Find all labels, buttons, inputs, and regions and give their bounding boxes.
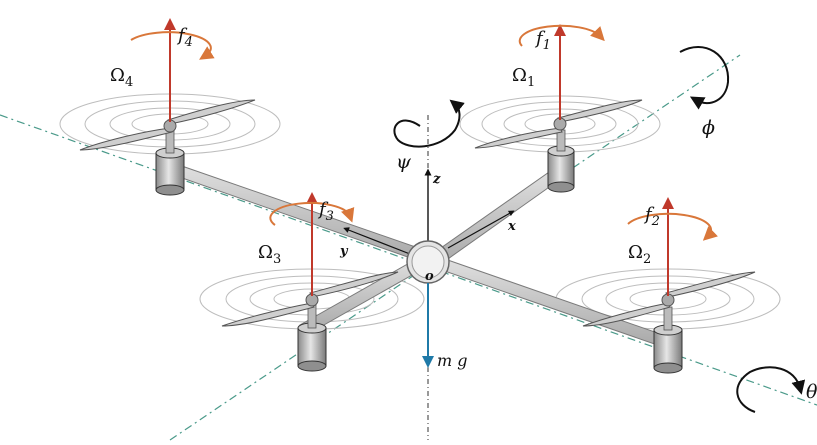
- propeller-3: [221, 271, 399, 327]
- rotation-omega3-arc: [269, 201, 355, 226]
- frame-arms: [167, 163, 673, 349]
- label-omega3: Ω3: [258, 242, 281, 267]
- label-omega2: Ω2: [628, 242, 651, 267]
- label-f1: f1: [534, 28, 551, 53]
- rotation-omega2-arc: [627, 212, 718, 241]
- propeller-1: [474, 99, 643, 149]
- pitch-theta-arc: [736, 366, 806, 413]
- motor-3: [297, 304, 327, 372]
- yaw-psi-arc: [393, 99, 465, 148]
- label-theta: θ: [806, 381, 817, 403]
- label-f4: f4: [176, 25, 193, 50]
- y-axis-arrow: [343, 227, 411, 255]
- roll-phi-arc: [679, 46, 730, 110]
- x-axis-arrow: [447, 210, 515, 249]
- rotation-omega1-arc: [518, 24, 605, 47]
- label-weight: m g: [437, 351, 468, 370]
- label-psi: ψ: [396, 151, 412, 173]
- label-axis-z: z: [432, 172, 441, 187]
- label-f2: f2: [643, 204, 660, 229]
- label-origin: o: [425, 269, 434, 284]
- propeller-4: [79, 99, 256, 151]
- motor-1: [547, 129, 575, 193]
- label-axis-x: x: [507, 219, 516, 234]
- label-axis-y: y: [339, 244, 349, 259]
- rotation-omega4-arc: [130, 31, 215, 60]
- label-omega4: Ω4: [110, 65, 133, 90]
- propeller-2: [582, 271, 756, 327]
- label-omega1: Ω1: [512, 65, 535, 90]
- motor-4: [155, 129, 185, 196]
- motor-2: [653, 306, 683, 374]
- label-phi: ϕ: [702, 117, 715, 139]
